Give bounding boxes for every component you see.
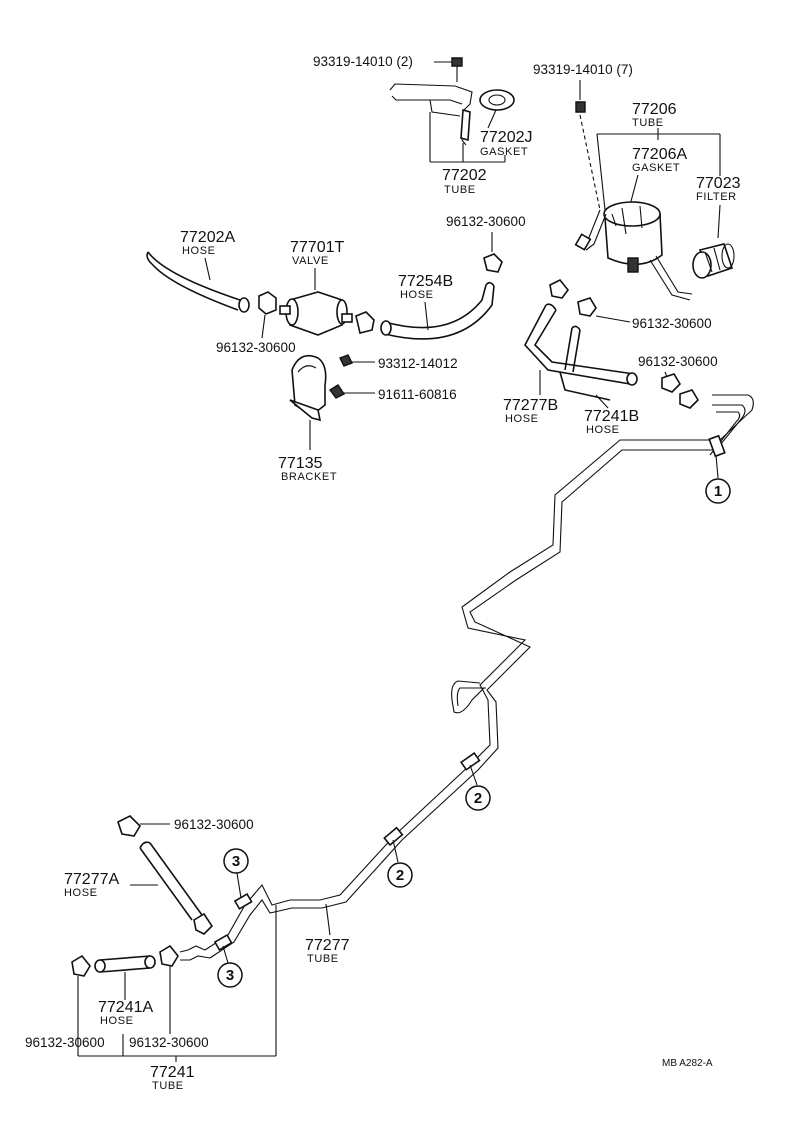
tube-clamp-3a [233, 892, 253, 910]
callout-3b: 3 [217, 945, 243, 988]
label-96132-e: 96132-30600 [632, 316, 712, 331]
label-96132-a: 96132-30600 [216, 340, 296, 355]
tube-loop [451, 680, 486, 714]
callout-2b: 2 [387, 839, 413, 888]
valve-77701t-icon [279, 291, 353, 336]
label-77202j-name: GASKET [480, 146, 528, 158]
svg-text:1: 1 [714, 483, 722, 500]
label-77023-name: FILTER [696, 191, 737, 203]
label-77241a-name: HOSE [100, 1015, 134, 1027]
svg-text:2: 2 [474, 790, 482, 807]
bolt-93312-icon [339, 354, 375, 367]
label-77254b-name: HOSE [400, 289, 434, 301]
filter-77023-icon [692, 243, 735, 279]
svg-text:3: 3 [226, 967, 234, 984]
label-77206a: 77206A [632, 146, 687, 163]
label-93319-2: 93319-14010 (2) [313, 54, 413, 69]
svg-text:2: 2 [396, 867, 404, 884]
label-93319-7: 93319-14010 (7) [533, 62, 633, 77]
label-77241b: 77241B [584, 408, 639, 425]
label-96132-h: 96132-30600 [25, 1035, 105, 1050]
clip-96132-g-icon [117, 815, 142, 837]
hose-77254b-icon [380, 281, 495, 340]
label-77023: 77023 [696, 175, 741, 192]
label-77277: 77277 [305, 937, 350, 954]
tube-clamp-1 [708, 434, 726, 458]
bolt-icon-2 [575, 101, 586, 113]
tube-clamp-3b [213, 933, 233, 951]
label-77206: 77206 [632, 101, 677, 118]
label-77241-name: TUBE [152, 1080, 184, 1092]
label-77254b: 77254B [398, 273, 453, 290]
svg-text:3: 3 [232, 853, 240, 870]
label-93312: 93312-14012 [378, 356, 458, 371]
tube-77202-assembly [389, 57, 515, 146]
label-77701t-name: VALVE [292, 255, 329, 267]
clip-96132-b-icon [355, 311, 375, 334]
clip-96132-h-icon [71, 954, 91, 977]
label-77701t: 77701T [290, 239, 344, 256]
label-77277b-name: HOSE [505, 413, 539, 425]
label-77135-name: BRACKET [281, 471, 337, 483]
label-77202j: 77202J [480, 129, 533, 146]
callout-3a: 3 [223, 848, 249, 899]
label-77206a-name: GASKET [632, 162, 680, 174]
label-96132-i: 96132-30600 [129, 1035, 209, 1050]
label-77135: 77135 [278, 455, 323, 472]
label-77202a: 77202A [180, 229, 235, 246]
clip-96132-a-icon [258, 291, 277, 315]
tube-clamp-2b [383, 826, 404, 847]
label-77202: 77202 [442, 167, 487, 184]
label-91611: 91611-60816 [378, 387, 457, 402]
hose-77241a-icon [94, 955, 156, 973]
label-77241a: 77241A [98, 999, 153, 1016]
label-77277-name: TUBE [307, 953, 339, 965]
bolt-91611-icon [328, 384, 375, 399]
tube-clamp-2a [460, 752, 481, 771]
hose-77241b-icon [559, 325, 611, 401]
label-96132-c: 96132-30600 [446, 214, 526, 229]
label-77202-name: TUBE [444, 184, 476, 196]
label-77277a-name: HOSE [64, 887, 98, 899]
label-96132-f: 96132-30600 [638, 354, 718, 369]
callout-1: 1 [705, 454, 731, 504]
label-77202a-name: HOSE [182, 245, 216, 257]
gasket-77202j-icon [479, 89, 515, 111]
label-77241b-name: HOSE [586, 424, 620, 436]
label-77277b: 77277B [503, 397, 558, 414]
label-77241: 77241 [150, 1064, 195, 1081]
canister-icon [574, 201, 693, 301]
bolt-icon [451, 57, 463, 67]
clip-96132-f-icon [661, 373, 700, 409]
bracket-77135-icon [289, 354, 327, 422]
label-96132-g: 96132-30600 [174, 817, 254, 832]
clip-96132-e-icon [577, 297, 597, 317]
tube-77277-route [204, 394, 754, 959]
hose-77202a-icon [146, 251, 250, 313]
hose-77277b-icon [524, 303, 638, 386]
footer-code: MB A282-A [662, 1058, 713, 1069]
clip-96132-d-icon [549, 278, 570, 299]
callout-2a: 2 [465, 764, 491, 811]
hose-77277a-icon [139, 841, 214, 935]
clip-96132-i-icon [159, 944, 179, 967]
label-77206-name: TUBE [632, 117, 664, 129]
clip-96132-c-icon [483, 253, 503, 273]
label-77277a: 77277A [64, 871, 119, 888]
